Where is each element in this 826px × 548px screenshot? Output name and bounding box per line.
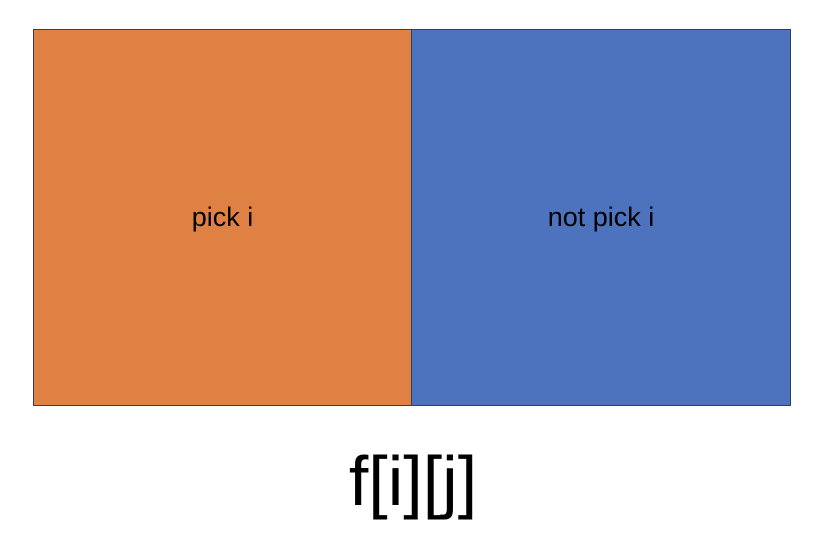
pick-i-region: pick i: [33, 29, 412, 406]
state-partition-diagram: pick i not pick i: [33, 29, 791, 406]
state-formula: f[i][j]: [348, 442, 478, 520]
pick-i-label: pick i: [191, 202, 254, 232]
not-pick-i-region: not pick i: [412, 29, 791, 406]
not-pick-i-label: not pick i: [547, 202, 655, 232]
